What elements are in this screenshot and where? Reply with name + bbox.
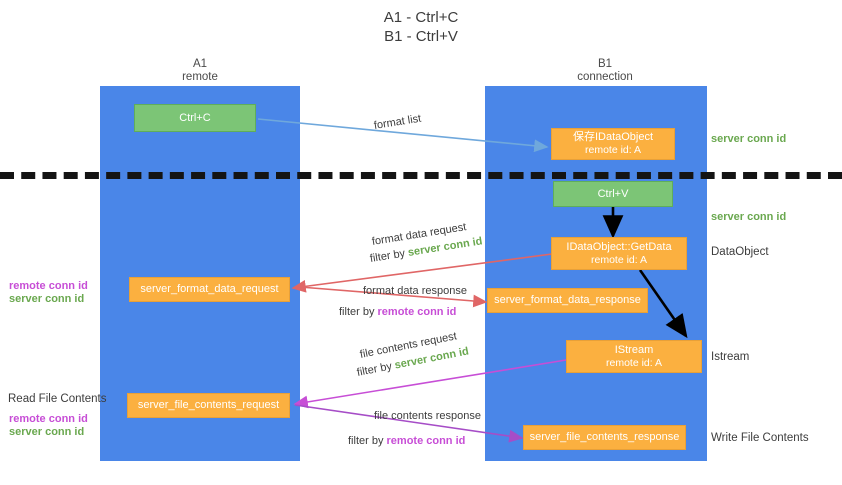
node-getdata-line2: remote id: A xyxy=(590,253,648,266)
node-fmt-req-label: server_format_data_request xyxy=(140,283,279,295)
right-label-server-conn-id-mid: server conn id xyxy=(711,211,787,223)
edge-filter-fdresp-prefix: filter by xyxy=(339,306,378,318)
right-label-istream: Istream xyxy=(711,351,750,363)
lane-header-a1: A1 remote xyxy=(140,58,260,84)
lane-b1-name: B1 xyxy=(597,58,613,70)
node-ctrl-c[interactable]: Ctrl+C xyxy=(134,104,256,132)
lane-b1-role: connection xyxy=(577,71,633,83)
node-server-file-contents-response[interactable]: server_file_contents_response xyxy=(523,425,686,450)
node-ctrl-v-label: Ctrl+V xyxy=(597,187,629,200)
node-idataobject[interactable]: 保存IDataObject remote id: A xyxy=(551,128,675,160)
node-istream[interactable]: IStream remote id: A xyxy=(566,340,702,373)
node-file-req-label: server_file_contents_request xyxy=(137,399,280,411)
left-label-read-file-contents: Read File Contents xyxy=(8,393,107,405)
node-fmt-resp-label: server_format_data_response xyxy=(494,294,641,306)
edge-label-fdresp-text: format data response xyxy=(363,285,467,297)
edge-filter-fdresp-term: remote conn id xyxy=(377,306,457,318)
edge-label-format-data-response: format data response xyxy=(363,284,467,298)
left-label-remote-conn-id-2: remote conn id xyxy=(9,413,88,425)
node-idataobject-line1: 保存IDataObject xyxy=(572,131,654,143)
node-idataobject-line2: remote id: A xyxy=(584,144,642,156)
edge-format-data-request xyxy=(291,253,553,293)
edge-file-contents-response xyxy=(294,404,524,443)
diagram-title: A1 - Ctrl+C B1 - Ctrl+V xyxy=(0,8,842,46)
node-file-resp-label: server_file_contents_response xyxy=(529,431,680,443)
lane-header-b1: B1 connection xyxy=(535,58,675,84)
title-line-1: A1 - Ctrl+C xyxy=(383,9,459,26)
phase-divider xyxy=(0,172,842,179)
left-label-server-conn-id-2: server conn id xyxy=(9,426,85,438)
node-ctrl-v[interactable]: Ctrl+V xyxy=(553,181,673,207)
node-server-file-contents-request[interactable]: server_file_contents_request xyxy=(127,393,290,418)
edge-filter-format-data-response: filter by remote conn id xyxy=(339,305,456,319)
node-getdata[interactable]: IDataObject::GetData remote id: A xyxy=(551,237,687,270)
edge-filter-fcresp-prefix: filter by xyxy=(348,435,387,447)
right-label-write-file-contents: Write File Contents xyxy=(711,432,809,444)
title-line-2: B1 - Ctrl+V xyxy=(384,28,458,45)
edge-format-list xyxy=(257,118,549,153)
node-istream-line1: IStream xyxy=(614,343,654,356)
node-server-format-data-request[interactable]: server_format_data_request xyxy=(129,277,290,302)
edge-file-contents-request xyxy=(293,359,567,409)
node-ctrl-c-label: Ctrl+C xyxy=(179,111,211,124)
left-label-server-conn-id-1: server conn id xyxy=(9,293,85,305)
edge-label-fcresp-text: file contents response xyxy=(374,410,482,422)
edge-getdata-to-istream xyxy=(638,269,688,339)
lane-a1-role: remote xyxy=(182,71,218,83)
edge-filter-fcresp-term: remote conn id xyxy=(386,435,466,447)
left-label-remote-conn-id-1: remote conn id xyxy=(9,280,88,292)
node-istream-line2: remote id: A xyxy=(605,356,663,369)
edge-label-file-contents-response: file contents response xyxy=(374,409,481,423)
edge-filter-file-contents-response: filter by remote conn id xyxy=(348,434,465,448)
right-label-server-conn-id-top: server conn id xyxy=(711,133,787,145)
node-server-format-data-response[interactable]: server_format_data_response xyxy=(487,288,648,313)
lane-a1-name: A1 xyxy=(192,58,208,70)
edge-format-data-response xyxy=(299,286,488,308)
right-label-dataobject: DataObject xyxy=(711,246,769,258)
node-getdata-line1: IDataObject::GetData xyxy=(566,240,672,253)
